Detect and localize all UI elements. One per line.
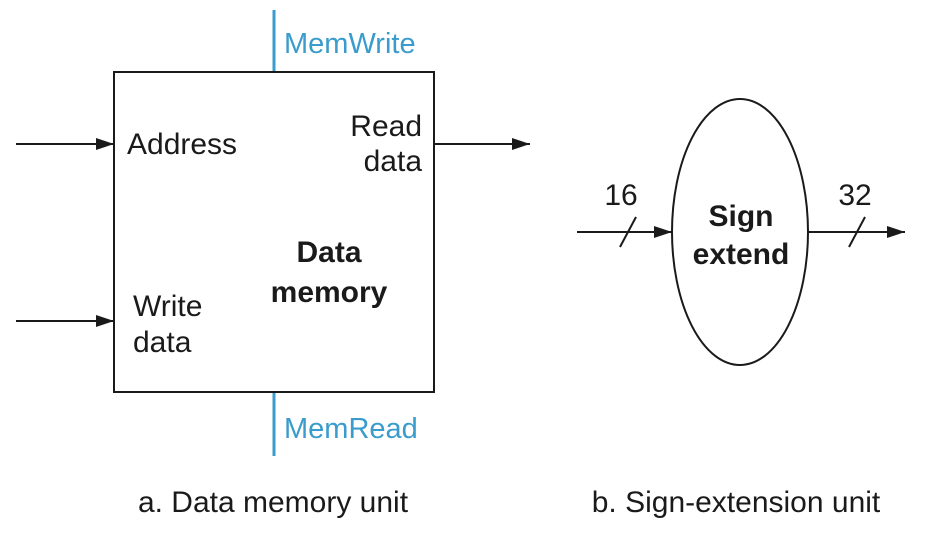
read-data-label-line2: data xyxy=(364,145,423,178)
memwrite-label: MemWrite xyxy=(284,28,416,60)
memread-label: MemRead xyxy=(284,413,418,445)
data-memory-title-line2: memory xyxy=(271,276,388,309)
data-memory-caption: a. Data memory unit xyxy=(138,486,409,519)
sign-extend-caption: b. Sign-extension unit xyxy=(592,486,881,519)
write-data-label-line1: Write xyxy=(133,290,202,323)
output-width-slash xyxy=(848,216,866,248)
sign-extend-title-line2: extend xyxy=(693,238,790,271)
sign-extend-title-line1: Sign xyxy=(709,200,774,233)
write-data-label-line2: data xyxy=(133,326,192,359)
sign-extension-unit: 16 32 Sign extend b. Sign-extension unit xyxy=(577,98,905,519)
data-memory-title-line1: Data xyxy=(296,236,361,269)
data-memory-unit: MemWrite MemRead Address Read data Write… xyxy=(16,10,530,519)
input-width-slash xyxy=(619,216,637,248)
data-memory-box xyxy=(113,71,435,393)
read-data-label-line1: Read xyxy=(350,110,422,143)
input-width-label: 16 xyxy=(604,179,637,212)
address-label: Address xyxy=(127,128,237,161)
output-width-label: 32 xyxy=(838,179,871,212)
